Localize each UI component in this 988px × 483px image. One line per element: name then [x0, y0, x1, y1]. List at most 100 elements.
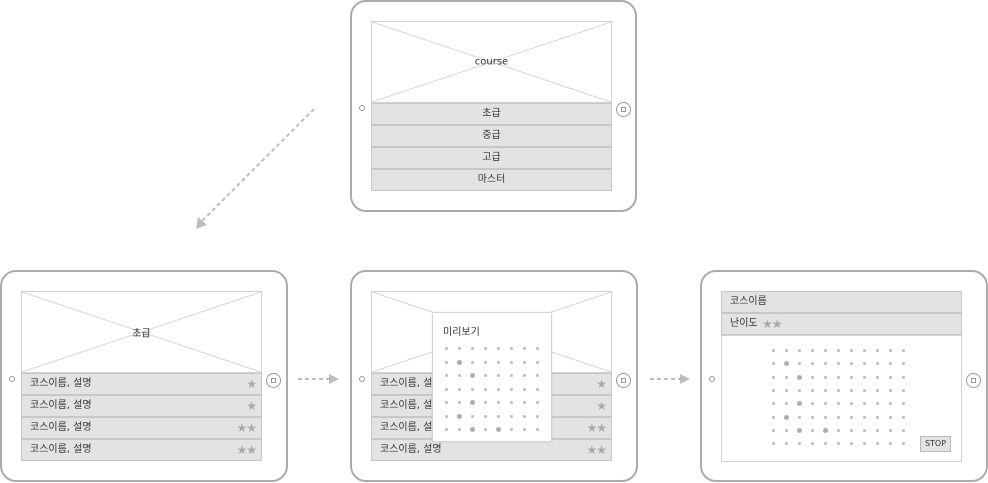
grid-dot [837, 428, 840, 432]
grid-dot [497, 347, 500, 350]
grid-dot [457, 413, 462, 419]
grid-dot [850, 442, 853, 446]
grid-dot [470, 373, 475, 378]
course-name: 코스이름 [730, 296, 767, 307]
grid-dot [824, 349, 827, 352]
hero-title: 초급 [132, 328, 151, 340]
level-item-beginner[interactable]: 초급 [371, 103, 612, 125]
camera-icon [359, 376, 365, 382]
grid-dot [889, 362, 892, 366]
grid-dot [837, 362, 840, 366]
home-button-icon[interactable] [616, 373, 631, 388]
grid-dot [850, 402, 853, 406]
course-item[interactable]: 코스이름, 설명 ★★ [21, 417, 262, 439]
grid-dot [863, 442, 866, 446]
grid-dot [798, 349, 801, 352]
home-button-icon[interactable] [966, 373, 981, 388]
grid-dot [837, 349, 840, 352]
grid-dot [850, 375, 853, 379]
grid-dot [497, 414, 500, 418]
grid-dot [536, 401, 539, 404]
stop-button[interactable]: STOP [920, 436, 951, 452]
grid-dot [811, 442, 814, 446]
grid-dot [902, 415, 905, 419]
grid-dot [889, 428, 892, 432]
level-item-intermediate[interactable]: 중급 [371, 125, 612, 147]
tablet-course-play: 코스이름 난이도 ★★ STOP [700, 270, 988, 482]
grid-dot [445, 347, 448, 350]
grid-dot [863, 349, 866, 352]
grid-dot [784, 414, 789, 420]
grid-dot [797, 401, 802, 407]
course-label: 코스이름, 설명 [30, 422, 92, 433]
grid-dot [458, 347, 461, 350]
grid-dot [772, 349, 775, 352]
grid-dot [798, 362, 801, 366]
grid-dot [797, 374, 802, 380]
grid-dot [772, 362, 775, 366]
grid-dot [458, 401, 461, 404]
grid-dot [772, 375, 775, 379]
grid-dot [811, 375, 814, 379]
grid-dot [876, 388, 879, 392]
grid-dot [837, 402, 840, 406]
grid-dot [484, 414, 487, 418]
course-item[interactable]: 코스이름, 설명 ★★ [371, 439, 612, 461]
grid-dot [876, 349, 879, 352]
grid-dot [536, 360, 539, 364]
level-item-advanced[interactable]: 고급 [371, 147, 612, 169]
grid-dot [510, 387, 513, 391]
level-label: 고급 [482, 152, 501, 163]
grid-dot [889, 402, 892, 406]
play-area: STOP [721, 335, 962, 462]
grid-dot [850, 388, 853, 392]
tablet-course-preview: 코스이름, 설명 ★ 코스이름, 설명 ★ 코스이름, 설명 ★★ 코스이름, … [350, 270, 638, 482]
grid-dot [876, 428, 879, 432]
grid-dot [889, 442, 892, 446]
grid-dot [876, 442, 879, 446]
grid-dot [785, 428, 788, 432]
grid-dot [523, 428, 526, 431]
course-item[interactable]: 코스이름, 설명 ★ [21, 373, 262, 395]
grid-dot [772, 402, 775, 406]
grid-dot [837, 375, 840, 379]
grid-dot [837, 388, 840, 392]
star-icon: ★ [246, 399, 257, 413]
grid-dot [772, 388, 775, 392]
grid-dot [824, 375, 827, 379]
grid-dot [471, 387, 474, 391]
star-icon: ★★ [586, 443, 606, 457]
level-item-master[interactable]: 마스터 [371, 169, 612, 191]
home-button-icon[interactable] [616, 102, 631, 117]
grid-dot [811, 349, 814, 352]
grid-dot [824, 388, 827, 392]
course-item[interactable]: 코스이름, 설명 ★★ [21, 439, 262, 461]
grid-dot [497, 360, 500, 364]
grid-dot [850, 415, 853, 419]
play-dot-grid [772, 349, 912, 453]
grid-dot [496, 427, 501, 432]
preview-popup: 미리보기 [432, 312, 552, 442]
grid-dot [536, 428, 539, 431]
grid-dot [523, 414, 526, 418]
grid-dot [484, 374, 487, 377]
home-button-icon[interactable] [266, 373, 281, 388]
level-hero-image: 초급 [21, 291, 262, 373]
grid-dot [536, 347, 539, 350]
grid-dot [772, 428, 775, 432]
course-item[interactable]: 코스이름, 설명 ★ [21, 395, 262, 417]
grid-dot [811, 402, 814, 406]
grid-dot [497, 387, 500, 391]
course-name-bar: 코스이름 [721, 291, 962, 313]
grid-dot [458, 387, 461, 391]
grid-dot [772, 442, 775, 446]
grid-dot [470, 400, 475, 405]
grid-dot [902, 428, 905, 432]
star-icon: ★★ [236, 421, 256, 435]
hero-title: course [474, 56, 509, 68]
image-placeholder-icon [22, 292, 261, 372]
difficulty-label: 난이도 [730, 318, 758, 329]
star-icon: ★★ [762, 317, 782, 331]
grid-dot [785, 402, 788, 406]
